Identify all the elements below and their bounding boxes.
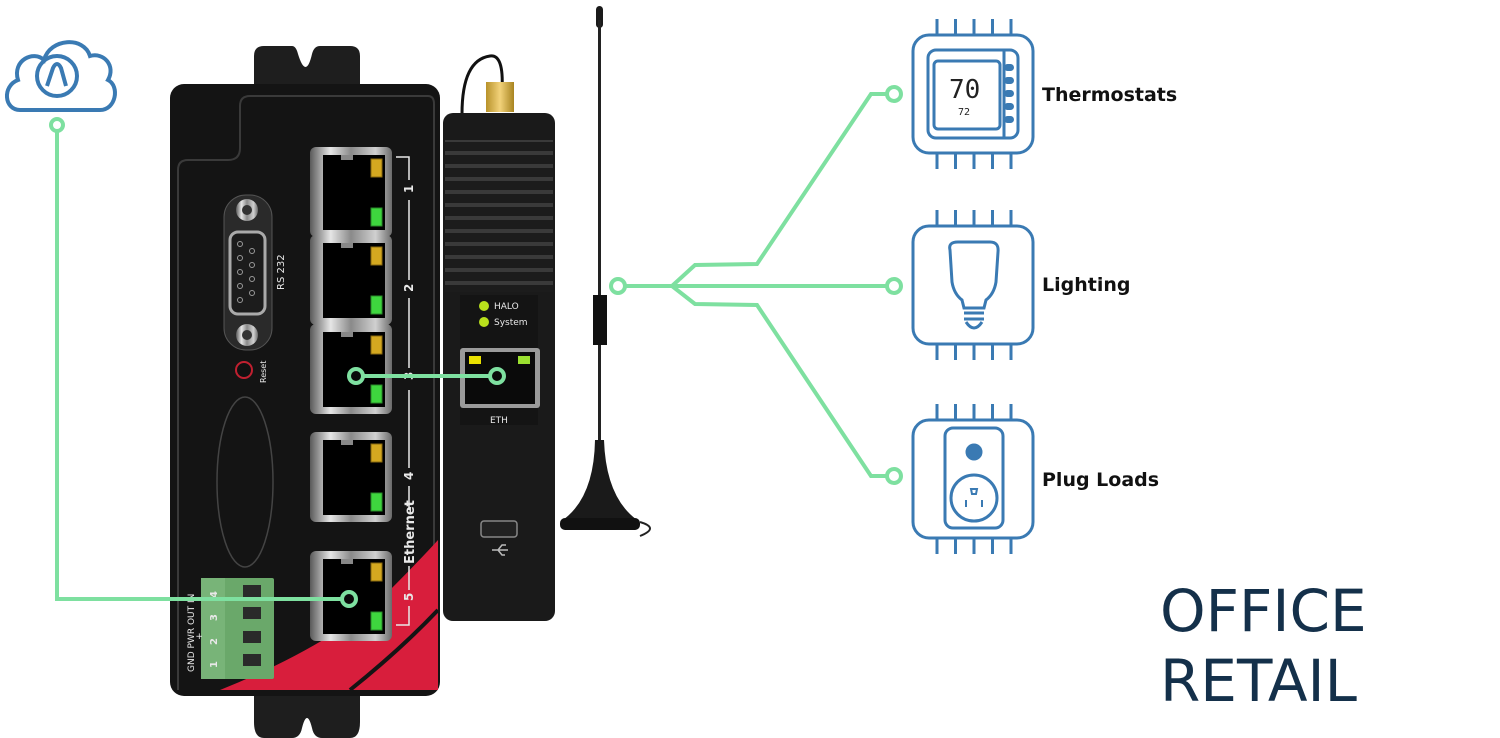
terminal-plus: + <box>195 632 205 640</box>
device-chip-frame <box>911 19 1035 169</box>
halo-led <box>479 301 489 311</box>
port-number-label: 1 <box>402 185 416 193</box>
ethernet-port-1[interactable] <box>310 147 392 237</box>
connector-nodes <box>49 85 903 608</box>
radio-to-plugloads-line <box>670 284 886 478</box>
terminal-pin-label: 4 <box>209 591 220 598</box>
reset-button[interactable] <box>235 361 253 379</box>
thermostat-display-main: 70 <box>949 75 980 105</box>
reset-label: Reset <box>259 361 268 383</box>
cloud-logo-icon <box>5 40 117 112</box>
terminal-header: GND PWR OUT IN <box>187 594 197 672</box>
thermostat-display-sub: 72 <box>958 107 970 118</box>
radio-to-thermostats-line <box>670 92 886 288</box>
antenna <box>560 6 651 537</box>
ethernet-port-4[interactable] <box>310 432 392 522</box>
port-number-label: 5 <box>402 593 416 601</box>
ethernet-port-2[interactable] <box>310 235 392 325</box>
device-chip-frame <box>911 210 1035 360</box>
title-line-office: OFFICE <box>1160 577 1367 645</box>
thermostat-icon <box>926 48 1020 140</box>
ethernet-ports <box>310 147 392 641</box>
connector-lines <box>55 92 886 601</box>
light-bulb-icon <box>948 240 1000 330</box>
device-label-thermostats: Thermostats <box>1042 84 1177 106</box>
usb-port[interactable] <box>480 520 518 538</box>
cloud-to-port5-line <box>55 128 349 601</box>
port-number-label: 2 <box>402 284 416 292</box>
terminal-pin-label: 2 <box>209 638 220 645</box>
device-label-plug-loads: Plug Loads <box>1042 469 1159 491</box>
title-line-retail: RETAIL <box>1160 647 1357 715</box>
system-led <box>479 317 489 327</box>
smart-plug-icon <box>943 426 1005 530</box>
rs232-port <box>223 194 273 351</box>
vent-oval <box>216 396 274 568</box>
port-number-label: 4 <box>402 472 416 480</box>
terminal-pin-label: 3 <box>209 614 220 621</box>
device-chip-frame <box>911 404 1035 554</box>
usb-icon <box>492 544 508 556</box>
device-label-lighting: Lighting <box>1042 274 1130 296</box>
terminal-pin-label: 1 <box>209 661 220 668</box>
eth-label: ETH <box>490 416 508 426</box>
halo-led-label: HALO <box>494 302 519 312</box>
rs232-label: RS 232 <box>276 254 287 290</box>
system-led-label: System <box>494 318 528 328</box>
terminal-block <box>201 578 274 679</box>
ethernet-label: Ethernet <box>403 500 418 564</box>
port-bracket <box>396 156 410 626</box>
